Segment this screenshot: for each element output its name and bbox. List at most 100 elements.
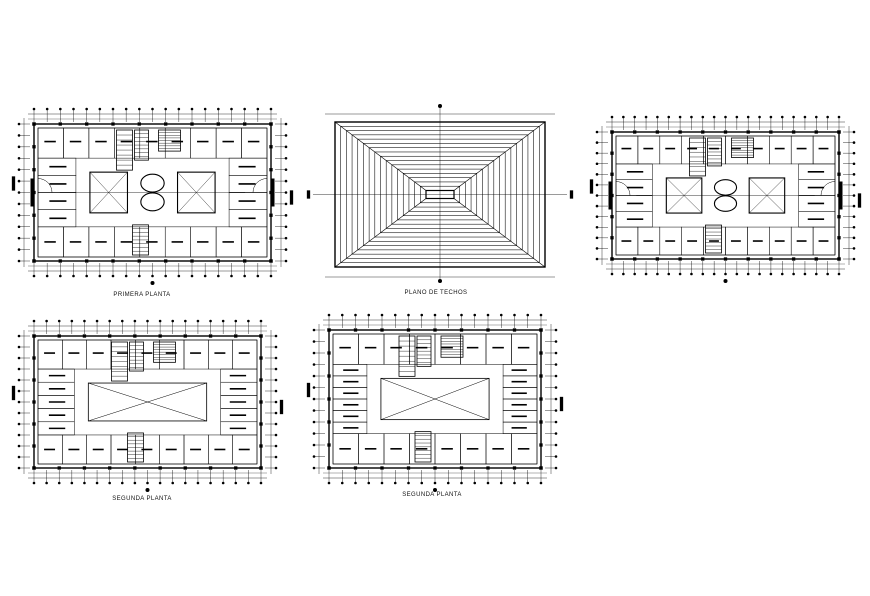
grid-bubble — [17, 248, 21, 251]
structural-column — [32, 444, 36, 448]
grid-bubble — [17, 191, 21, 194]
structural-column — [655, 130, 660, 134]
grid-bubble — [678, 115, 682, 119]
grid-bubble — [735, 272, 739, 276]
grid-bubble — [644, 115, 648, 119]
grid-bubble — [554, 432, 558, 435]
grid-bubble — [446, 313, 450, 317]
grid-bubble — [460, 481, 463, 485]
grid-bubble — [108, 481, 111, 485]
structural-column — [32, 400, 36, 404]
grid-bubble — [486, 313, 490, 317]
north-marker — [433, 488, 437, 492]
grid-bubble — [138, 274, 141, 278]
grid-bubble — [269, 107, 273, 111]
grid-bubble — [815, 272, 818, 276]
room-top — [511, 333, 538, 365]
room-top — [460, 333, 487, 365]
structural-column — [512, 328, 517, 332]
structural-column — [137, 122, 141, 126]
grid-bubble — [380, 313, 384, 317]
structural-column — [837, 257, 841, 261]
structural-column — [486, 328, 490, 332]
structural-column — [58, 259, 62, 263]
grid-bubble — [17, 179, 21, 183]
grid-bubble — [852, 130, 856, 134]
roof-ring — [414, 181, 466, 208]
section-marker — [857, 193, 862, 208]
grid-bubble — [221, 319, 225, 323]
north-marker — [723, 279, 728, 283]
structural-column — [259, 400, 263, 404]
grid-bubble — [138, 107, 141, 111]
grid-bubble — [151, 274, 154, 278]
roof-ring — [402, 173, 478, 216]
grid-bubble — [247, 319, 250, 323]
grid-bubble — [758, 115, 761, 119]
structural-column — [190, 122, 194, 126]
grid-bubble — [837, 272, 841, 276]
room-top — [241, 127, 268, 159]
structural-column — [58, 122, 62, 126]
grid-bubble — [274, 334, 278, 338]
structural-column — [32, 122, 36, 126]
grid-bubble — [595, 257, 599, 261]
section-marker — [11, 385, 16, 401]
structural-column — [327, 328, 331, 332]
structural-column — [190, 259, 194, 263]
grid-bubble — [209, 481, 212, 485]
grid-bubble — [284, 248, 288, 251]
structural-column — [269, 122, 273, 126]
grid-bubble — [17, 134, 21, 137]
roof-ring — [357, 138, 523, 251]
grid-bubble — [354, 481, 357, 485]
roof-plan — [305, 100, 575, 285]
grid-bubble — [184, 481, 187, 485]
grid-bubble — [243, 274, 246, 278]
structural-column — [610, 151, 614, 155]
grid-bubble — [595, 247, 599, 250]
room-top — [332, 333, 359, 365]
grid-bubble — [554, 455, 558, 458]
structural-column — [137, 259, 141, 263]
room-left — [37, 209, 77, 228]
grid-bubble — [274, 345, 278, 349]
grid-bubble — [269, 274, 273, 278]
room-top — [681, 135, 704, 165]
structural-column — [32, 422, 36, 426]
grid-bubble — [595, 236, 599, 240]
grid-bubble — [247, 481, 250, 485]
grid-bubble — [420, 481, 424, 485]
structural-column — [108, 334, 112, 338]
grid-bubble — [45, 107, 49, 111]
grid-bubble — [312, 443, 316, 447]
grid-bubble — [32, 107, 36, 111]
grid-bubble — [177, 274, 181, 278]
structural-column — [769, 257, 773, 261]
grid-bubble — [433, 313, 437, 317]
grid-bubble — [17, 378, 21, 382]
structural-column — [678, 130, 682, 134]
structural-column — [837, 130, 841, 134]
roof-ring — [351, 134, 529, 255]
grid-bubble — [17, 145, 21, 149]
grid-bubble — [111, 274, 115, 278]
grid-bubble — [852, 247, 856, 250]
room-top — [110, 339, 136, 370]
structural-column — [353, 328, 358, 332]
room-top — [485, 333, 512, 365]
room-top — [86, 339, 112, 370]
room-top — [190, 127, 217, 159]
grid-bubble — [274, 455, 278, 459]
grid-bubble — [312, 351, 316, 355]
grid-bubble — [151, 107, 154, 111]
grid-bubble — [158, 319, 162, 323]
grid-bubble — [284, 259, 288, 263]
grid-bubble — [70, 481, 74, 485]
hip-line — [334, 121, 427, 191]
grid-bubble — [312, 432, 316, 435]
room-top — [88, 127, 115, 159]
grid-bubble — [85, 107, 88, 111]
structural-column — [353, 466, 358, 470]
